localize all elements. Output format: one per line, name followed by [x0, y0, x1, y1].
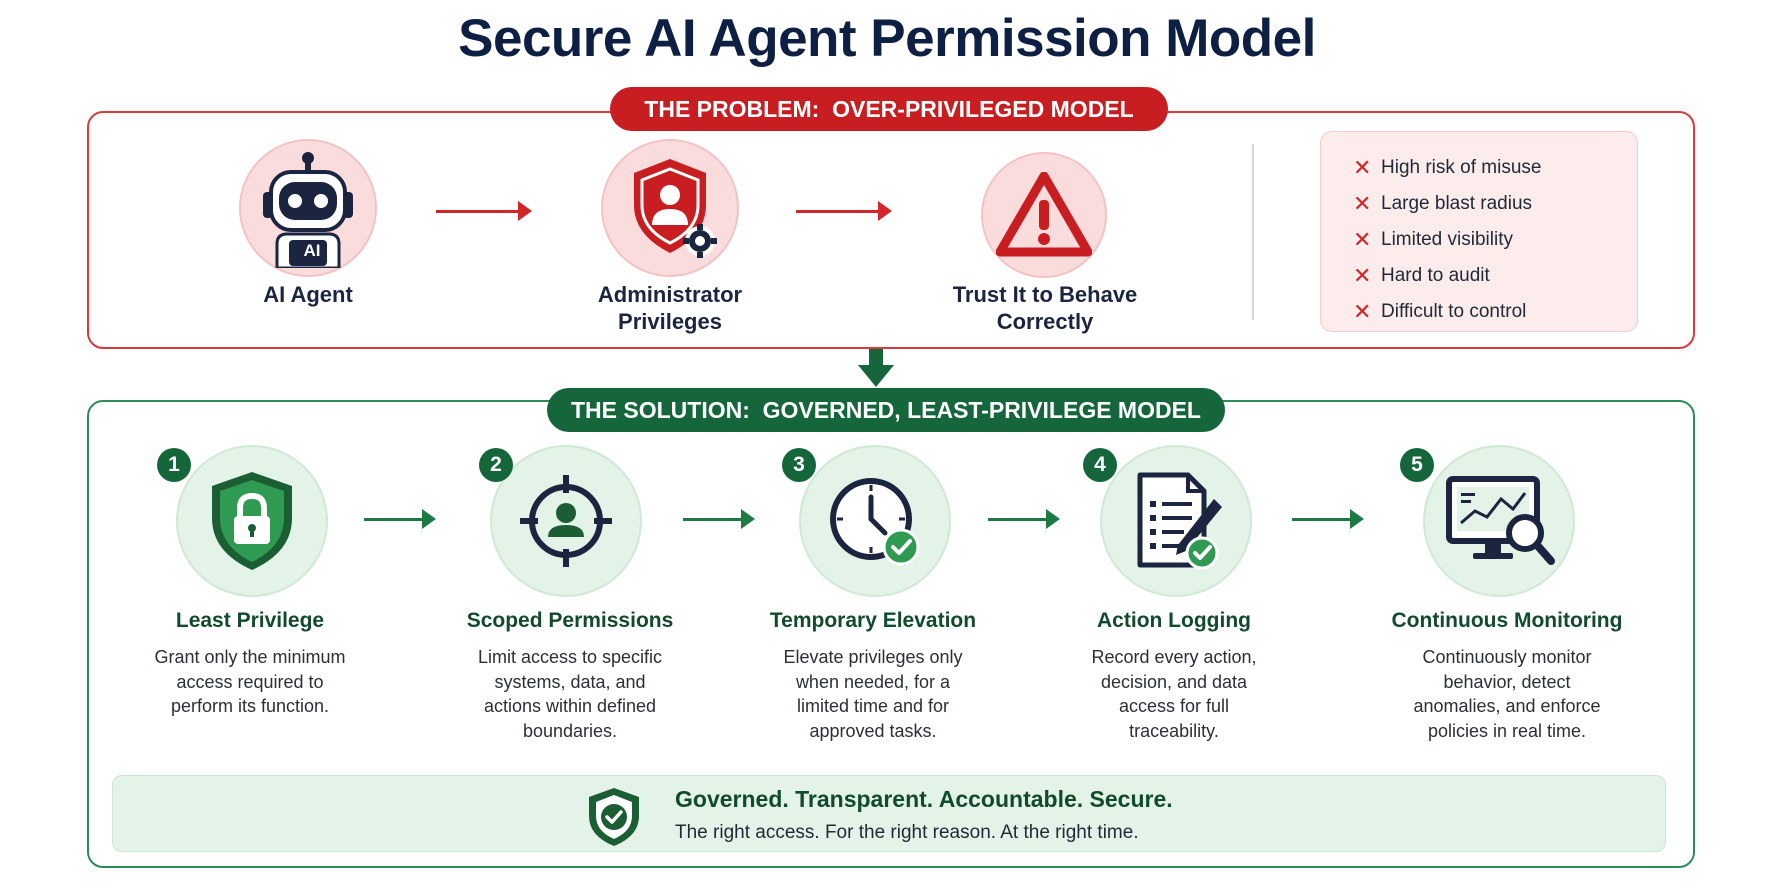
step-number: 1 [157, 448, 191, 482]
robot-icon [239, 139, 377, 277]
problem-step-label: Privileges [618, 309, 722, 334]
step-number: 3 [782, 448, 816, 482]
step-title: Temporary Elevation [769, 609, 977, 632]
risk-item: ✕ Hard to audit [1353, 258, 1637, 294]
clock-check-icon [799, 445, 951, 597]
desc-line: Elevate privileges only [783, 647, 963, 667]
x-icon: ✕ [1353, 191, 1372, 216]
desc-line: Grant only the minimum [154, 647, 346, 667]
step-title: Action Logging [1097, 609, 1251, 632]
step-number: 4 [1083, 448, 1117, 482]
desc-line: Limit access to specific [477, 647, 663, 667]
risk-item: ✕ Limited visibility [1353, 222, 1637, 258]
desc-line: decision, and data [1100, 671, 1248, 692]
desc-line: boundaries. [522, 720, 618, 741]
x-icon: ✕ [1353, 155, 1372, 180]
risk-label: Difficult to control [1381, 301, 1527, 322]
desc-line: traceability. [1129, 720, 1219, 741]
summary-banner [112, 775, 1666, 852]
desc-line: when needed, for a [795, 671, 951, 692]
flow-arrow-icon [988, 509, 1060, 529]
risk-label: Hard to audit [1381, 265, 1490, 286]
desc-line: policies in real time. [1427, 720, 1587, 741]
step-description: Limit access to specific systems, data, … [450, 645, 690, 743]
summary-tagline: Governed. Transparent. Accountable. Secu… [675, 786, 1173, 812]
step-description: Elevate privileges only when needed, for… [753, 645, 993, 743]
desc-line: access for full [1118, 696, 1230, 716]
step-title: Continuous Monitoring [1391, 609, 1623, 632]
x-icon: ✕ [1353, 227, 1372, 252]
desc-line: actions within defined [483, 696, 657, 716]
desc-line: anomalies, and enforce [1413, 696, 1601, 716]
desc-line: access required to [176, 671, 324, 692]
problem-step-label: Trust It to Behave [952, 282, 1138, 307]
admin-shield-gear-icon [601, 139, 739, 277]
target-user-icon [490, 445, 642, 597]
desc-line: approved tasks. [809, 720, 937, 741]
desc-line: perform its function. [170, 696, 330, 716]
step-number: 5 [1400, 448, 1434, 482]
desc-line: systems, data, and [494, 671, 646, 692]
ai-badge: AI [303, 241, 321, 260]
risk-item: ✕ Large blast radius [1353, 186, 1637, 222]
step-title: Least Privilege [175, 609, 325, 632]
step-description: Record every action, decision, and data … [1054, 645, 1294, 743]
divider [1252, 144, 1254, 320]
risk-label: Limited visibility [1381, 229, 1513, 250]
risk-label: High risk of misuse [1381, 157, 1542, 178]
problem-heading: THE PROBLEM: OVER-PRIVILEGED MODEL [610, 87, 1168, 131]
x-icon: ✕ [1353, 299, 1372, 324]
flow-arrow-icon [683, 509, 755, 529]
problem-step-label: Administrator [597, 282, 743, 307]
risk-item: ✕ High risk of misuse [1353, 150, 1637, 186]
solution-heading: THE SOLUTION: GOVERNED, LEAST-PRIVILEGE … [547, 388, 1225, 432]
step-description: Grant only the minimum access required t… [130, 645, 370, 719]
problem-step-trust: Trust It to Behave Correctly [935, 281, 1155, 335]
flow-arrow-icon [364, 509, 436, 529]
desc-line: Continuously monitor [1422, 647, 1592, 667]
warning-triangle-icon [981, 152, 1107, 278]
step-description: Continuously monitor behavior, detect an… [1387, 645, 1627, 743]
monitor-search-icon [1423, 445, 1575, 597]
summary-subline: The right access. For the right reason. … [675, 822, 1139, 843]
shield-lock-icon [176, 445, 328, 597]
problem-arrow-icon [436, 201, 532, 221]
problem-step-ai-agent: AI Agent [208, 281, 408, 308]
desc-line: behavior, detect [1443, 671, 1571, 692]
problem-step-label: Correctly [996, 309, 1094, 334]
problem-step-admin: Administrator Privileges [570, 281, 770, 335]
step-number: 2 [479, 448, 513, 482]
down-arrow-icon [858, 349, 894, 387]
shield-check-icon [589, 788, 639, 846]
step-title: Scoped Permissions [466, 609, 674, 632]
document-pen-icon [1100, 445, 1252, 597]
desc-line: Record every action, [1091, 647, 1257, 667]
risk-item: ✕ Difficult to control [1353, 294, 1637, 330]
risk-label: Large blast radius [1381, 193, 1533, 214]
problem-step-label: AI Agent [263, 282, 353, 307]
x-icon: ✕ [1353, 263, 1372, 288]
problem-arrow-icon [796, 201, 892, 221]
risk-list: ✕ High risk of misuse ✕ Large blast radius… [1320, 131, 1638, 332]
flow-arrow-icon [1292, 509, 1364, 529]
page-title: Secure AI Agent Permission Model [458, 9, 1316, 68]
desc-line: limited time and for [796, 696, 950, 716]
